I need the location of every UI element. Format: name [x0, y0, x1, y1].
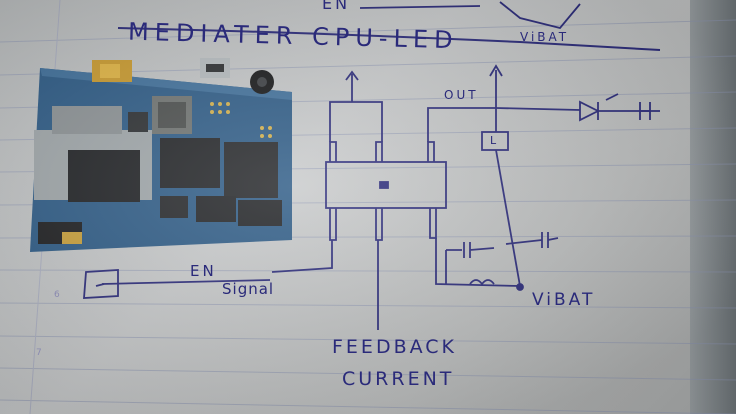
ic-marker [379, 181, 389, 189]
top-remnant-sketch [359, 1, 581, 30]
handwritten-en: EN [190, 262, 217, 280]
handwritten-current: CURRENT [342, 368, 455, 390]
handwritten-vbat: ViBAT [532, 290, 596, 310]
handwritten-inductor-label: L [490, 134, 500, 147]
led-diode [579, 100, 601, 122]
handwritten-out: OUT [444, 88, 479, 102]
circuit-sketch [83, 64, 660, 330]
signal-box [83, 269, 119, 299]
handwritten-feedback: FEEDBACK [332, 336, 457, 358]
notebook-edge [690, 0, 736, 414]
margin-line-number: 6 [54, 290, 60, 300]
handwritten-vbat-top: ViBAT [520, 30, 570, 44]
title-underline [117, 27, 661, 51]
ic-chip [325, 161, 447, 209]
inductor-box [481, 131, 509, 151]
handwritten-signal: Signal [222, 280, 275, 298]
phone-pcb [30, 58, 292, 252]
handwritten-en-top: EN [322, 0, 351, 13]
margin-line-number: 7 [36, 348, 42, 358]
